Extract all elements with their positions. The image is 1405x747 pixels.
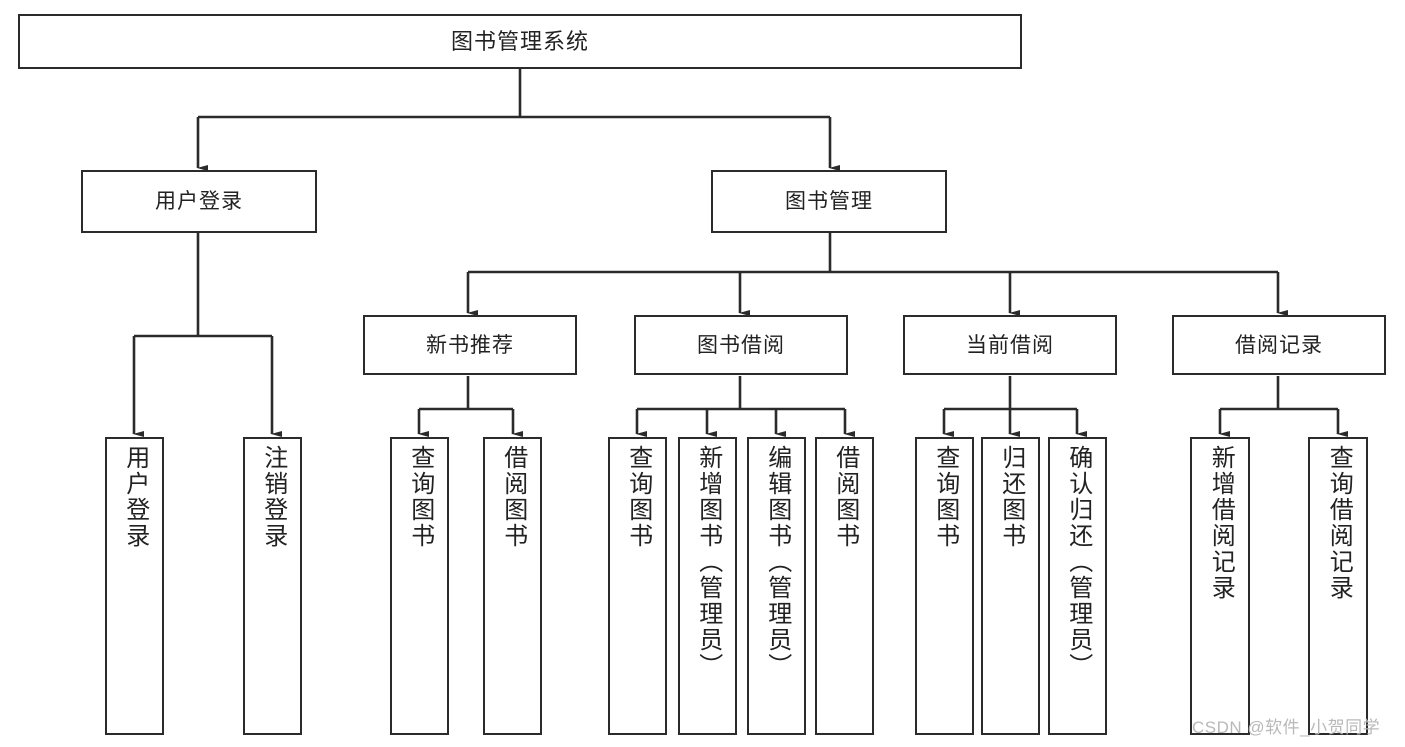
leaf-borrow-book-recommend[interactable]: 借阅图书 <box>483 437 542 735</box>
node-label: 借阅记录 <box>1235 333 1323 357</box>
leaf-query-book-recommend[interactable]: 查询图书 <box>390 437 449 735</box>
leaf-query-book-borrow[interactable]: 查询图书 <box>608 437 667 735</box>
node-book-management[interactable]: 图书管理 <box>711 170 947 233</box>
node-label: 查询图书 <box>406 445 434 549</box>
node-label: 查询图书 <box>624 445 652 549</box>
node-label: 注销登录 <box>259 445 287 549</box>
leaf-query-borrow-record[interactable]: 查询借阅记录 <box>1308 437 1368 735</box>
node-label: 查询图书 <box>931 445 959 549</box>
leaf-logout-login[interactable]: 注销登录 <box>243 437 302 735</box>
node-label: 编辑图书（管理员） <box>763 445 791 679</box>
node-root-book-management-system[interactable]: 图书管理系统 <box>18 14 1022 69</box>
node-user-login[interactable]: 用户登录 <box>81 170 317 233</box>
node-label: 当前借阅 <box>966 333 1054 357</box>
node-label: 归还图书 <box>997 445 1025 549</box>
leaf-return-book[interactable]: 归还图书 <box>981 437 1040 735</box>
watermark: CSDN @软件_小贺同学 <box>1192 718 1381 737</box>
node-label: 借阅图书 <box>499 445 527 549</box>
leaf-user-login[interactable]: 用户登录 <box>105 437 164 735</box>
node-label: 确认归还（管理员） <box>1064 445 1092 679</box>
node-label: 用户登录 <box>121 445 149 549</box>
leaf-confirm-return-admin[interactable]: 确认归还（管理员） <box>1048 437 1107 735</box>
node-label: 新书推荐 <box>426 333 514 357</box>
leaf-edit-book-admin[interactable]: 编辑图书（管理员） <box>747 437 806 735</box>
leaf-add-book-admin[interactable]: 新增图书（管理员） <box>678 437 737 735</box>
node-label: 用户登录 <box>155 190 243 213</box>
node-label: 图书管理 <box>785 190 873 213</box>
leaf-query-book-current[interactable]: 查询图书 <box>915 437 974 735</box>
node-new-book-recommend[interactable]: 新书推荐 <box>363 315 577 375</box>
node-label: 查询借阅记录 <box>1325 445 1353 601</box>
node-label: 图书管理系统 <box>450 28 589 54</box>
node-borrow-record[interactable]: 借阅记录 <box>1172 315 1386 375</box>
node-label: 新增借阅记录 <box>1207 445 1235 601</box>
node-label: 图书借阅 <box>697 333 785 357</box>
node-label: 新增图书（管理员） <box>694 445 722 679</box>
node-book-borrow[interactable]: 图书借阅 <box>634 315 848 375</box>
leaf-add-borrow-record[interactable]: 新增借阅记录 <box>1190 437 1250 735</box>
leaf-borrow-book[interactable]: 借阅图书 <box>815 437 874 735</box>
node-label: 借阅图书 <box>831 445 859 549</box>
node-current-borrow[interactable]: 当前借阅 <box>903 315 1117 375</box>
